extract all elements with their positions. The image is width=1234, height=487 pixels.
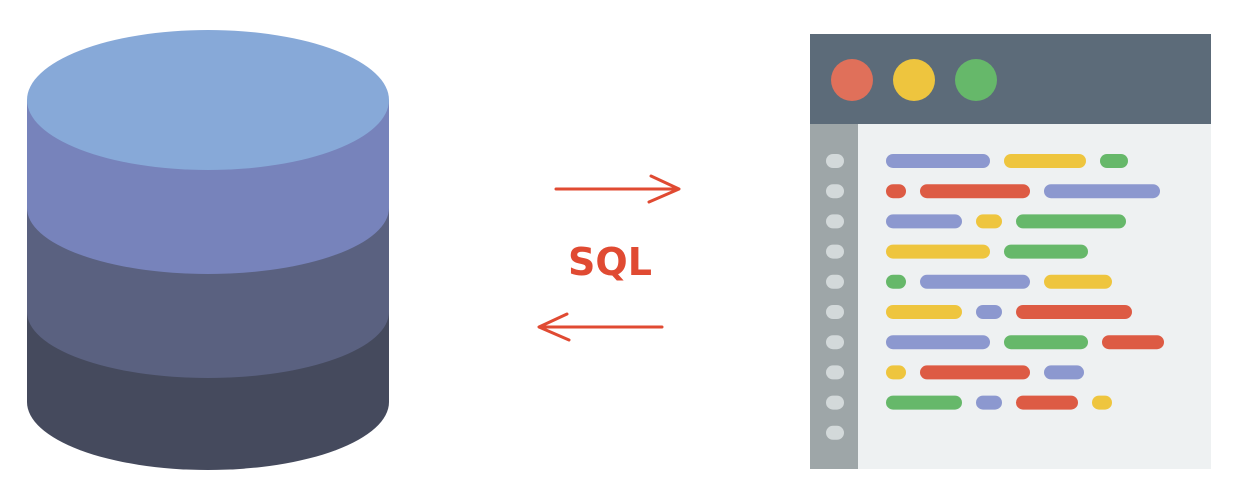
maximize-button-icon — [955, 59, 997, 101]
close-button-icon — [831, 59, 873, 101]
gutter-dot — [826, 244, 844, 259]
code-token-red — [920, 365, 1030, 380]
code-token-red — [1016, 305, 1132, 319]
arrow-left-icon — [537, 312, 664, 342]
editor-gutter — [810, 124, 858, 469]
gutter-dot — [826, 365, 844, 380]
code-token-blue — [1044, 184, 1160, 199]
code-token-red — [1102, 335, 1164, 350]
code-token-red — [1016, 395, 1078, 410]
code-token-yellow — [886, 365, 906, 380]
code-token-yellow — [976, 214, 1002, 229]
code-token-green — [1100, 154, 1128, 168]
code-token-yellow — [886, 305, 962, 319]
code-token-green — [886, 395, 962, 410]
code-token-red — [886, 184, 906, 199]
code-token-green — [1004, 244, 1088, 259]
gutter-dot — [826, 214, 844, 229]
minimize-button-icon — [893, 59, 935, 101]
gutter-dot — [826, 184, 844, 199]
gutter-dot — [826, 305, 844, 319]
code-token-blue — [886, 214, 962, 229]
code-token-blue — [886, 154, 990, 168]
editor-titlebar — [810, 34, 1211, 124]
database-top — [27, 30, 389, 170]
code-token-red — [920, 184, 1030, 199]
code-token-yellow — [1092, 395, 1112, 410]
code-token-blue — [920, 274, 1030, 289]
code-token-yellow — [1044, 274, 1112, 289]
arrow-right-icon — [554, 174, 681, 204]
code-token-green — [1004, 335, 1088, 350]
code-token-blue — [976, 395, 1002, 410]
code-token-blue — [1044, 365, 1084, 380]
code-token-blue — [976, 305, 1002, 319]
database-icon — [27, 30, 389, 470]
code-token-yellow — [1004, 154, 1086, 168]
gutter-dot — [826, 274, 844, 289]
sql-label: SQL — [568, 240, 652, 284]
code-token-blue — [886, 335, 990, 350]
gutter-dot — [826, 335, 844, 350]
gutter-dots — [826, 154, 844, 440]
gutter-dot — [826, 425, 844, 440]
code-token-yellow — [886, 244, 990, 259]
gutter-dot — [826, 395, 844, 410]
code-token-green — [1016, 214, 1126, 229]
code-lines — [886, 154, 1164, 410]
code-token-green — [886, 274, 906, 289]
code-editor-icon — [810, 34, 1211, 469]
gutter-dot — [826, 154, 844, 168]
